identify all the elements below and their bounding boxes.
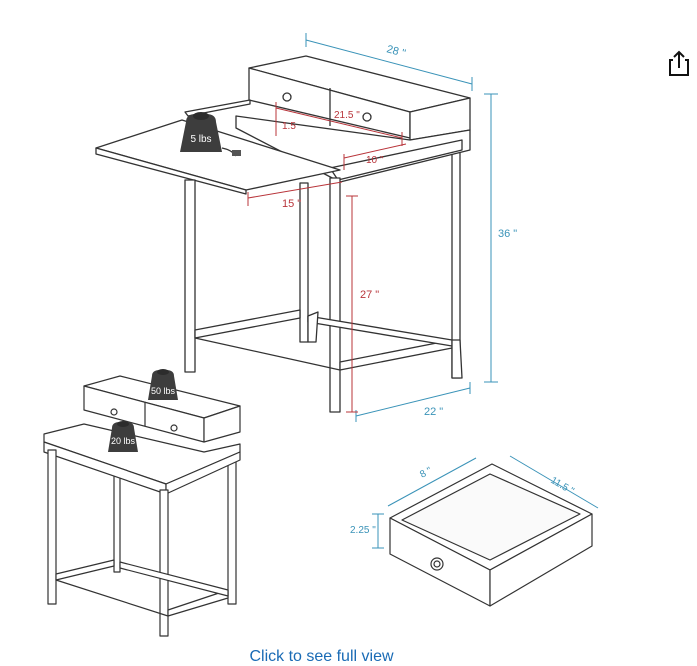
drawer-knob — [170, 424, 178, 432]
dim-22: 22 " — [424, 406, 443, 418]
weight-20-lbs: 20 lbs — [108, 421, 138, 452]
drawer-illustration — [389, 463, 593, 607]
drawer-knob — [282, 92, 292, 102]
dim-2-25: 2.25 " — [350, 525, 376, 536]
drawer-knob — [362, 112, 372, 122]
dim-1-5: 1.5 — [282, 121, 296, 132]
weight-label: 5 lbs — [190, 134, 211, 145]
main-desk-illustration — [95, 55, 471, 413]
dim-8: 8 " — [418, 465, 434, 481]
full-view-link[interactable]: Click to see full view — [249, 648, 394, 665]
small-desk-illustration — [43, 375, 241, 637]
drawer-knob — [110, 408, 118, 416]
share-icon[interactable] — [664, 48, 694, 82]
dim-36: 36 " — [498, 228, 517, 240]
drawer-dimension-lines — [372, 455, 599, 549]
dimension-labels: 28 " 36 " 22 " 27 " 15 " 21.5 " 1.5 10 " — [282, 43, 517, 418]
dim-10: 10 " — [366, 155, 384, 166]
dim-28: 28 " — [385, 43, 407, 60]
weight-label: 50 lbs — [151, 386, 176, 396]
dim-21-5: 21.5 " — [334, 110, 360, 121]
dim-15: 15 " — [282, 198, 301, 210]
weight-50-lbs: 50 lbs — [148, 369, 178, 400]
dim-27: 27 " — [360, 289, 379, 301]
weight-label: 20 lbs — [111, 436, 136, 446]
weight-5-lbs: 5 lbs — [180, 112, 241, 157]
dimension-lines — [247, 33, 498, 422]
